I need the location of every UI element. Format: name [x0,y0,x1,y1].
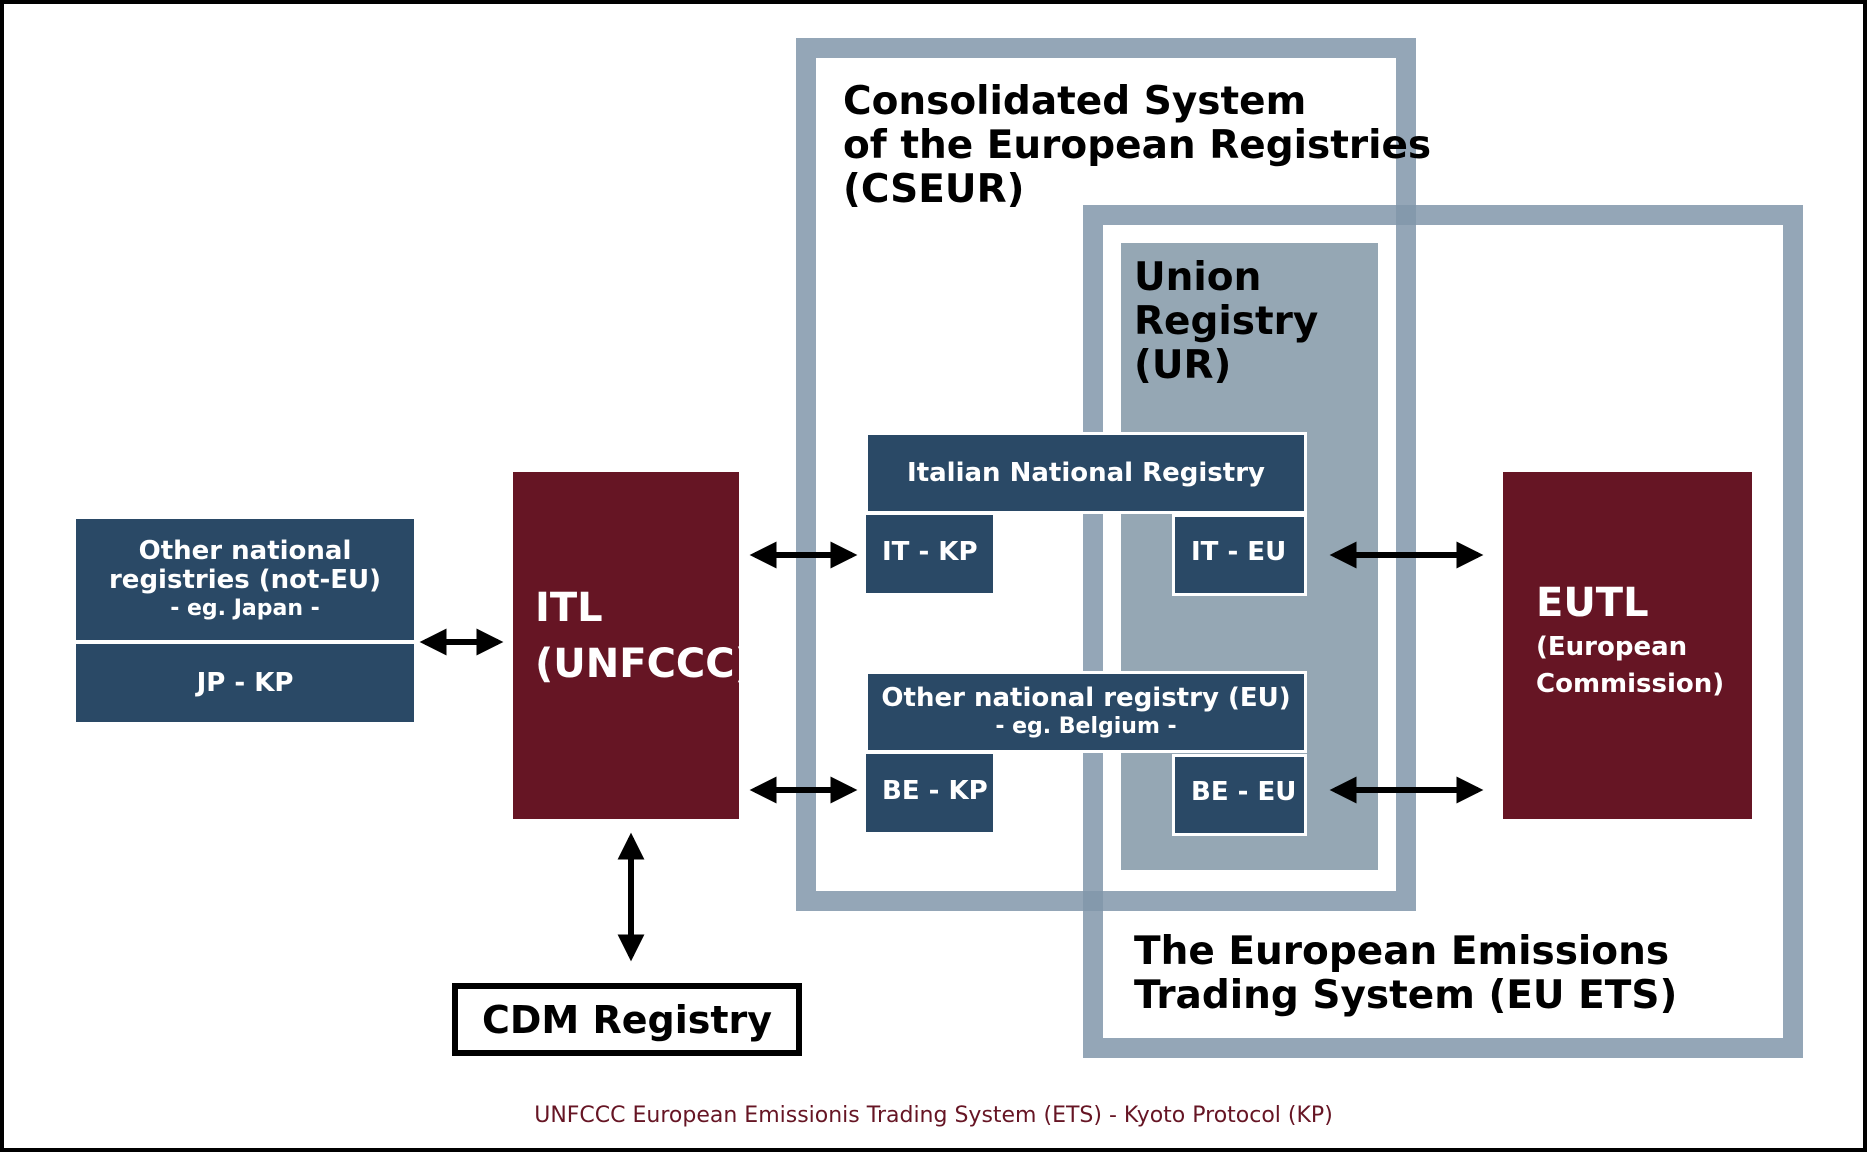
itl-box: ITL (UNFCCC) [513,472,753,819]
itl-title: ITL (UNFCCC) [535,585,753,687]
jp-kp-label: JP - KP [196,668,294,698]
jp-kp-box: JP - KP [76,644,414,722]
eu-ets-title: The European Emissions Trading System (E… [1134,929,1678,1018]
other-national-registries-subtitle: - eg. Japan - [170,595,320,621]
be-kp-label: BE - KP [882,776,988,806]
be-eu-label: BE - EU [1191,777,1297,807]
eutl-title: EUTL [1536,580,1649,626]
cseur-boundary [796,38,1416,911]
caption: UNFCCC European Emissionis Trading Syste… [534,1103,1333,1128]
it-kp-label: IT - KP [882,537,978,567]
other-national-registries-box: Other national registries (not-EU) - eg.… [76,519,414,640]
cdm-registry-box: CDM Registry [452,983,802,1056]
it-kp-box: IT - KP [866,515,993,593]
union-registry-title: Union Registry (UR) [1134,255,1319,388]
it-eu-label: IT - EU [1191,537,1287,567]
eu-ets-boundary [1083,205,1803,1058]
cdm-registry-title: CDM Registry [481,997,773,1042]
it-eu-box: IT - EU [1172,514,1307,596]
other-eu-registry-box: Other national registry (EU) - eg. Belgi… [865,671,1307,753]
italian-registry-title: Italian National Registry [907,458,1265,488]
be-eu-box: BE - EU [1172,754,1307,836]
other-eu-registry-title: Other national registry (EU) [881,683,1291,713]
eutl-box: EUTL (European Commission) [1503,472,1752,819]
other-national-registries-title: Other national registries (not-EU) [108,535,381,595]
cseur-title: Consolidated System of the European Regi… [843,79,1432,212]
eutl-subtitle: (European Commission) [1536,632,1725,699]
be-kp-box: BE - KP [866,754,993,832]
italian-registry-box: Italian National Registry [865,432,1307,514]
other-eu-registry-subtitle: - eg. Belgium - [995,714,1177,739]
